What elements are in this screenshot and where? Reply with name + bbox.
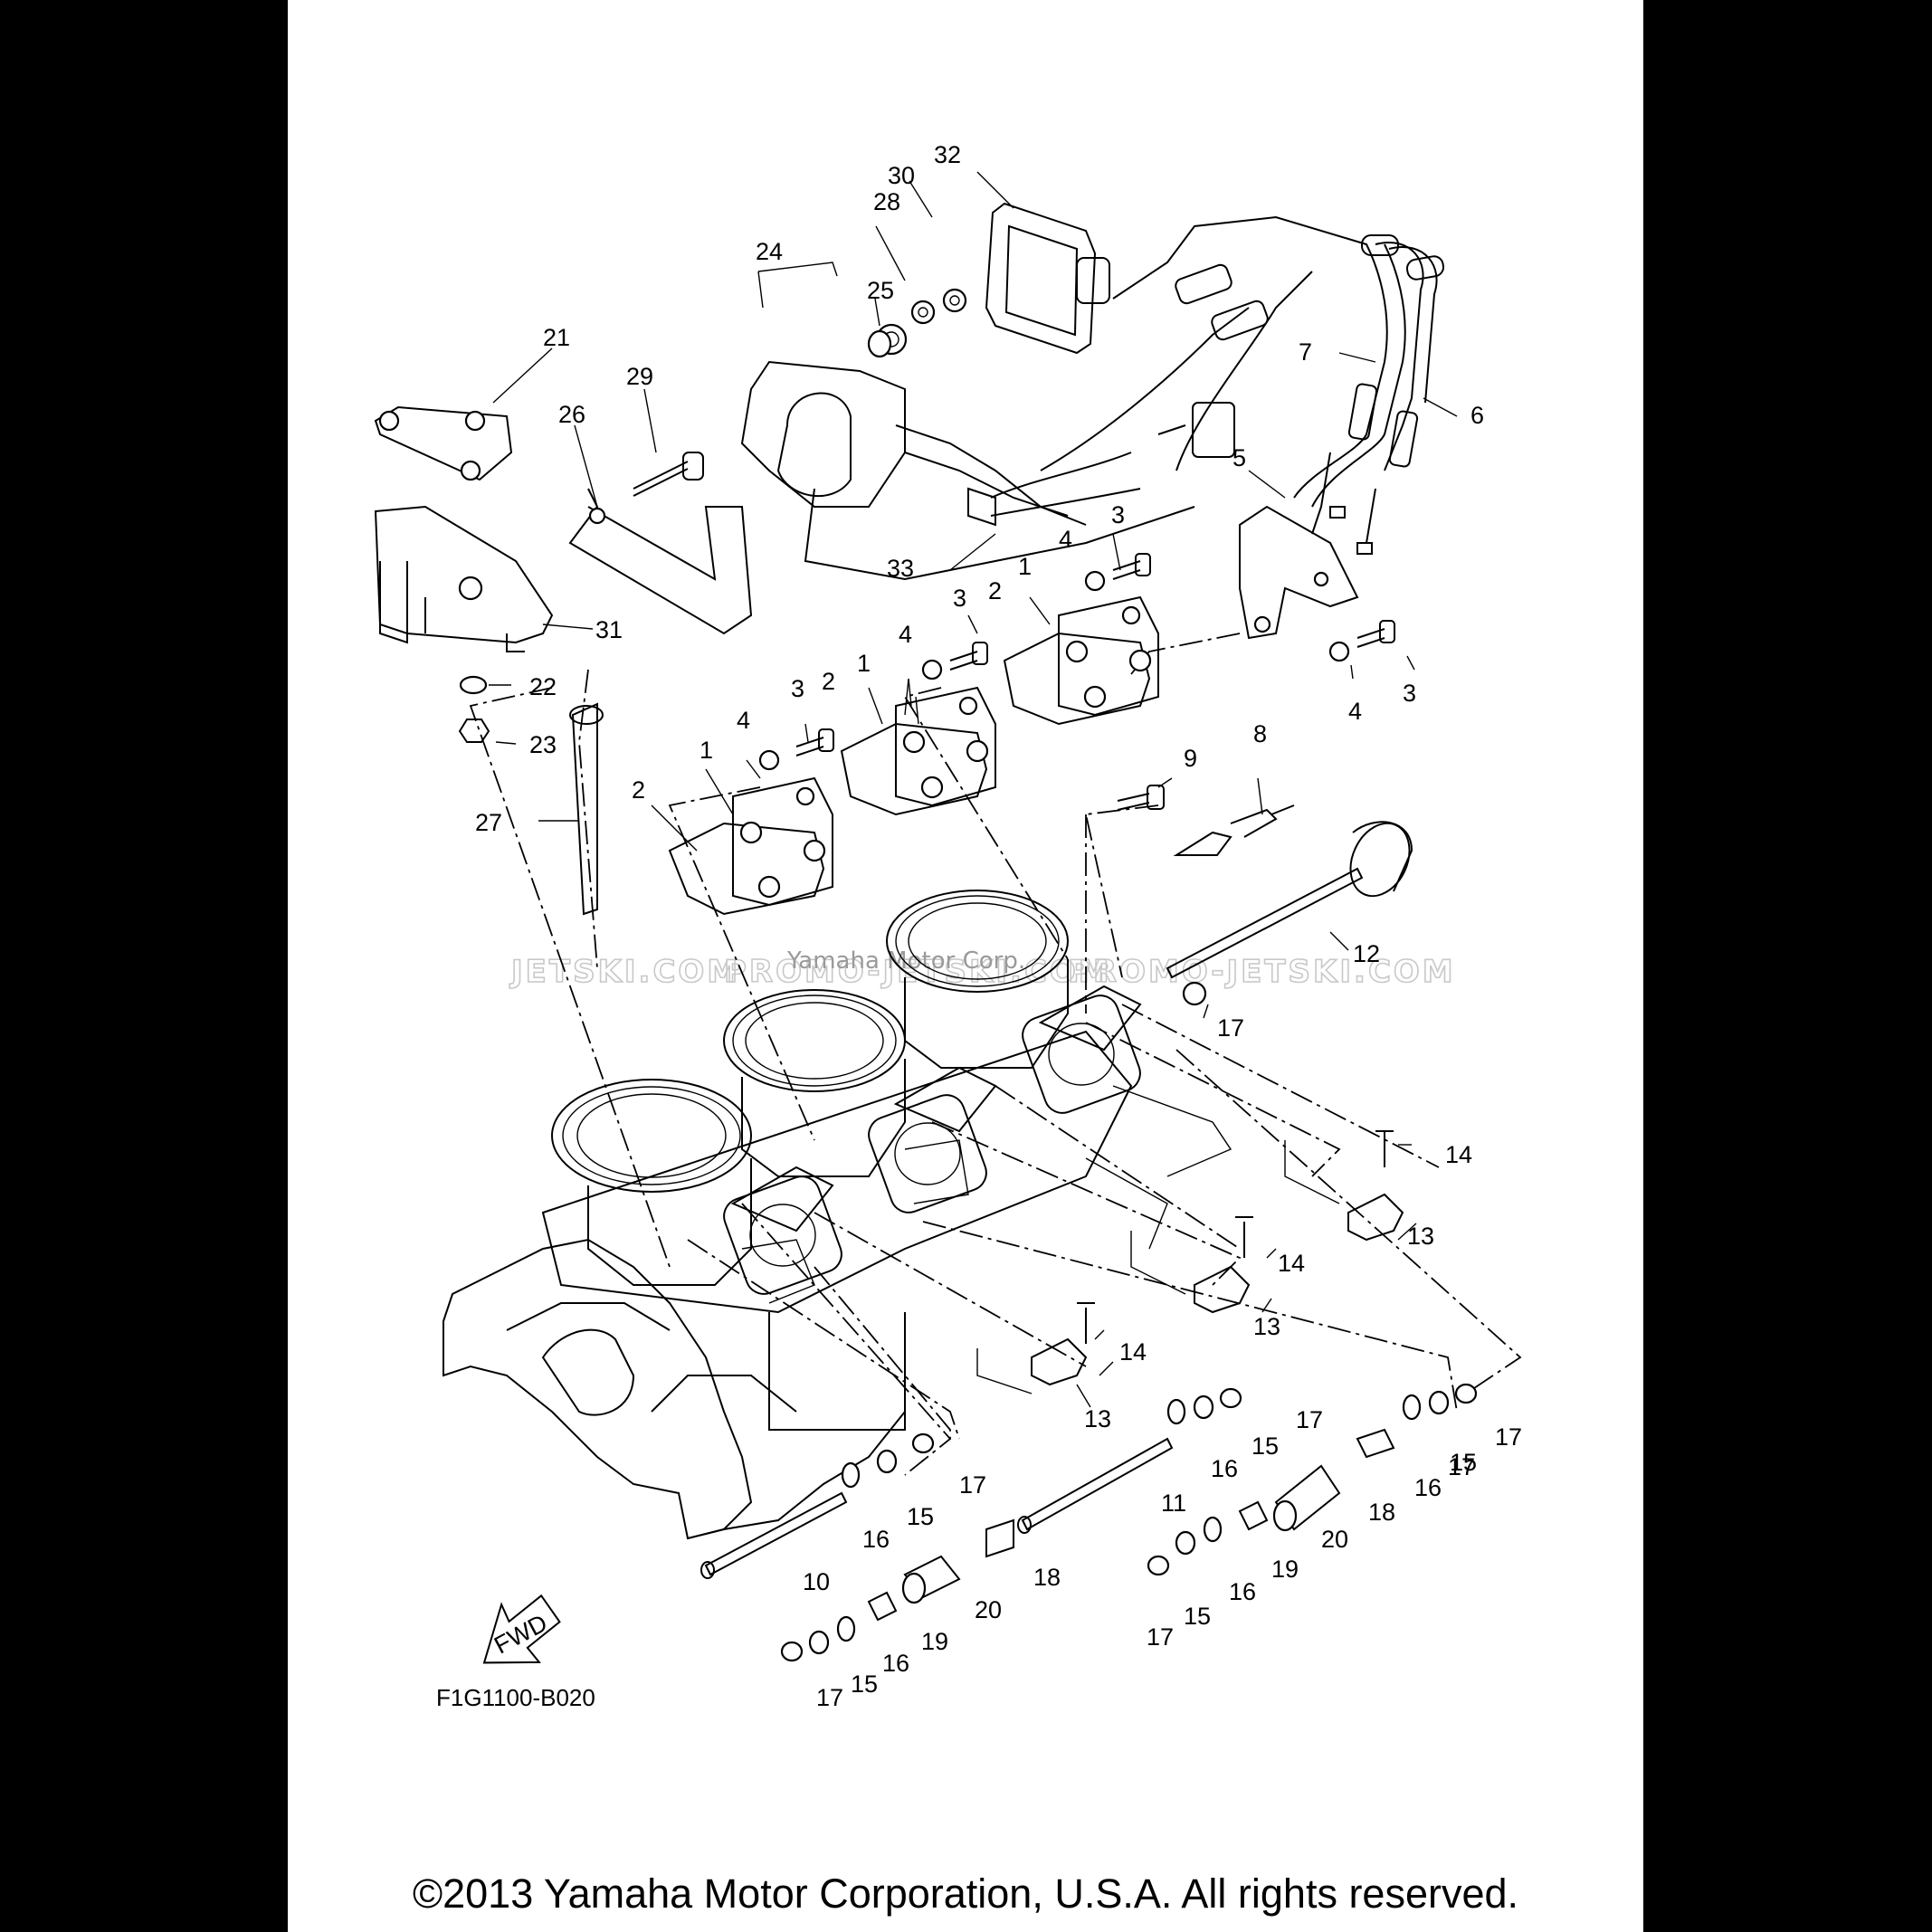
callout-16e: 16 [882,1650,909,1677]
callout-17c: 17 [1495,1423,1522,1451]
callout-8: 8 [1253,720,1267,747]
callout-9: 9 [1184,745,1197,772]
cylinder-block [443,890,1232,1540]
diagram-sheet: JETSKI.COM PROMO-JETSKI.COM PROMO-JETSKI… [288,0,1643,1932]
callout-28: 28 [873,188,900,215]
callout-4d: 4 [1348,698,1362,725]
fwd-label: FWD [490,1609,551,1659]
callout-15a: 15 [907,1503,934,1530]
callout-16b: 16 [1211,1455,1238,1482]
callout-2c: 2 [632,776,645,804]
watermark-text-1: JETSKI.COM [509,954,740,990]
fwd-arrow: FWD [482,1594,561,1664]
callout-20a: 20 [1321,1526,1348,1553]
callout-4c: 4 [737,707,750,734]
callout-13a: 13 [1407,1223,1434,1250]
callout-11: 11 [1161,1489,1186,1517]
callout-19b: 19 [921,1628,948,1655]
fasteners [458,329,892,916]
callout-18a: 18 [1368,1499,1395,1526]
callout-4b: 4 [899,621,912,648]
callout-15b: 15 [1252,1432,1279,1460]
watermark-text-3: PROMO-JETSKI.COM [1068,954,1456,990]
callout-24: 24 [756,238,783,265]
callout-5: 5 [1232,444,1246,471]
callout-27: 27 [475,809,502,836]
callout-4a: 4 [1059,526,1072,553]
callout-17e: 17 [1147,1623,1174,1651]
callout-15e: 15 [851,1670,878,1698]
shafts-and-collars [700,1383,1478,1662]
callout-16d: 16 [1229,1578,1256,1605]
callout-15c: 15 [1450,1449,1477,1476]
callout-labels: 1 1 1 2 2 2 3 3 3 3 4 4 4 4 5 6 7 8 9 10… [475,141,1522,1711]
callout-3c: 3 [791,675,804,702]
callout-16a: 16 [862,1526,890,1553]
callout-6: 6 [1470,402,1484,429]
callout-29: 29 [626,363,653,390]
coil-assembly [740,202,1313,581]
callout-3b: 3 [953,585,966,612]
centerlines [469,633,1522,1476]
callout-15d: 15 [1184,1603,1211,1630]
callout-1b: 1 [857,650,871,677]
drawing-code: F1G1100-B020 [436,1684,595,1711]
callout-2b: 2 [822,668,835,695]
callout-2a: 2 [988,577,1002,604]
copyright: ©2013 Yamaha Motor Corporation, U.S.A. A… [413,1870,1518,1917]
callout-33: 33 [887,555,914,582]
callout-17f: 17 [816,1684,843,1711]
callout-19a: 19 [1271,1556,1299,1583]
callout-17a: 17 [1217,1014,1244,1042]
callout-12: 12 [1353,940,1380,967]
watermark: JETSKI.COM PROMO-JETSKI.COM PROMO-JETSKI… [509,947,1456,991]
callout-30: 30 [888,162,915,189]
callout-20b: 20 [975,1596,1002,1623]
callout-3a: 3 [1111,501,1125,528]
shaft-12-and-sensor-8 [1166,804,1413,1006]
callout-14a: 14 [1445,1141,1472,1168]
callout-1a: 1 [1018,553,1032,580]
callout-18b: 18 [1033,1564,1061,1591]
callout-23: 23 [529,731,557,758]
valve-actuators [976,1130,1404,1394]
watermark-corp: Yamaha Motor Corp. [786,947,1025,975]
callout-14c: 14 [1119,1338,1147,1366]
callout-26: 26 [558,401,585,428]
callout-1c: 1 [700,737,713,764]
callout-31: 31 [595,616,623,643]
callout-32: 32 [934,141,961,168]
mount-brackets [374,405,753,652]
callout-14b: 14 [1278,1250,1305,1277]
callout-7: 7 [1299,338,1312,366]
callout-13b: 13 [1253,1313,1280,1340]
callout-17d: 17 [959,1471,986,1499]
callout-10: 10 [803,1568,830,1595]
bolts-and-washers [758,553,1395,811]
callout-21: 21 [543,324,570,351]
callout-16c: 16 [1414,1474,1442,1501]
leader-lines [489,171,1458,1408]
cable-bracket [1112,215,1445,640]
valve-covers [668,595,1159,916]
callout-13c: 13 [1084,1405,1111,1432]
callout-3d: 3 [1403,680,1416,707]
callout-22: 22 [529,673,557,700]
callout-25: 25 [867,277,894,304]
callout-17b: 17 [1296,1406,1323,1433]
callout-17g: 17 [1448,1453,1475,1480]
exploded-parts-diagram: JETSKI.COM PROMO-JETSKI.COM PROMO-JETSKI… [374,141,1522,1917]
